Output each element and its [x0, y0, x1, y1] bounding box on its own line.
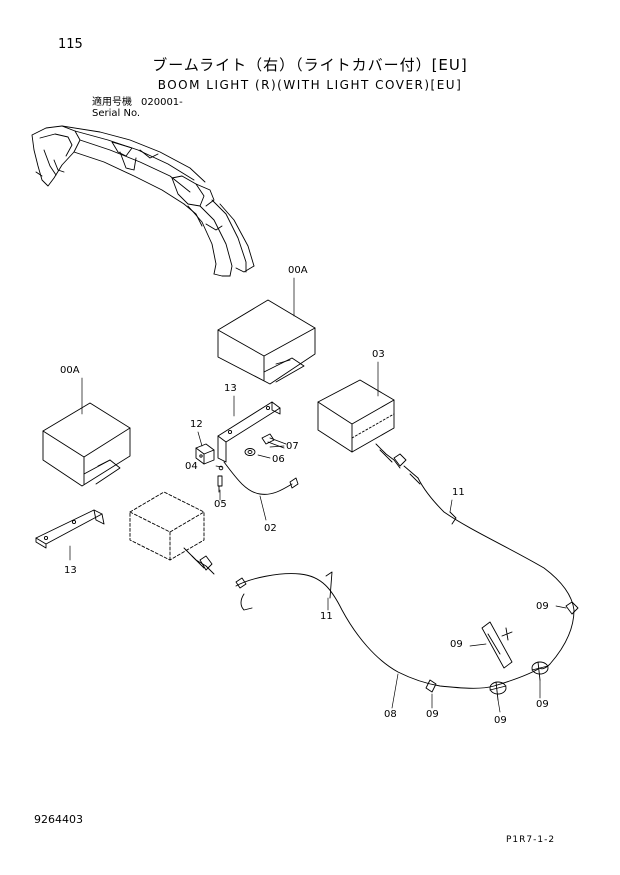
callout-11-mid: 11: [320, 611, 333, 622]
serial-label-japanese: 適用号機: [92, 97, 132, 108]
harness-08: [235, 465, 579, 701]
callout-07: 07: [286, 441, 299, 452]
bracket-top: [217, 401, 281, 463]
harness-02: [223, 461, 299, 495]
title-japanese: ブームライト（右）（ライトカバー付）[EU]: [152, 56, 468, 74]
figure-code: P1R7-1-2: [506, 835, 556, 845]
callout-09-a: 09: [536, 601, 549, 612]
serial-number-value: 020001-: [141, 97, 183, 108]
boom-light-left: [129, 491, 205, 561]
callout-13-top: 13: [224, 383, 237, 394]
small-parts-04-05: [217, 465, 224, 493]
callout-09-c: 09: [536, 699, 549, 710]
callout-09-b: 09: [450, 639, 463, 650]
callout-11-right: 11: [452, 487, 465, 498]
light-cover-left: [42, 402, 131, 487]
bolt-and-washer: [244, 433, 287, 456]
boom-light-right: [317, 379, 407, 469]
callout-12: 12: [190, 419, 203, 430]
callout-09-d: 09: [426, 709, 439, 720]
leader-lines: [69, 277, 567, 713]
callout-02: 02: [264, 523, 277, 534]
light-cover-top: [217, 299, 316, 385]
callout-03: 03: [372, 349, 385, 360]
part-12-block: [195, 443, 215, 465]
serial-label-english: Serial No.: [92, 108, 141, 119]
callout-00a-top: 00A: [288, 265, 308, 276]
callout-13-bottom: 13: [64, 565, 77, 576]
callout-04: 04: [185, 461, 198, 472]
light-left-cable: [183, 547, 215, 575]
boom-arm-sketch: [31, 125, 255, 277]
document-number: 9264403: [34, 813, 83, 826]
callout-08: 08: [384, 709, 397, 720]
title-english: BOOM LIGHT (R)(WITH LIGHT COVER)[EU]: [157, 78, 463, 92]
callout-05: 05: [214, 499, 227, 510]
page-number: 115: [58, 37, 83, 52]
callout-00a-left: 00A: [60, 365, 80, 376]
callout-06: 06: [272, 454, 285, 465]
callout-09-e: 09: [494, 715, 507, 726]
bracket-bottom: [35, 509, 105, 549]
